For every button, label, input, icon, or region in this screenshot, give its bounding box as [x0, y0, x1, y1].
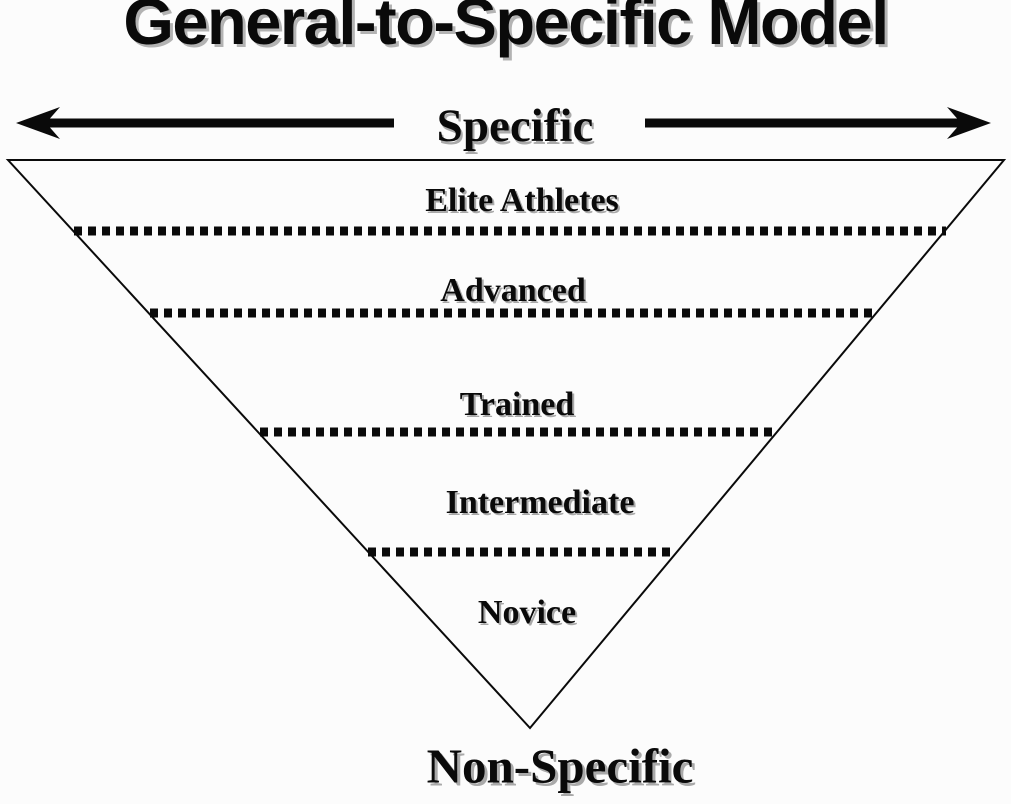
funnel-outline [5, 159, 1007, 730]
funnel-level-novice: Novice [477, 594, 577, 631]
funnel-level-advanced: Advanced [440, 272, 586, 309]
left-arrow-icon [16, 107, 394, 139]
funnel-level-elite-athletes: Elite Athletes [425, 182, 619, 219]
funnel-level-intermediate: Intermediate [445, 484, 635, 521]
page-title: General-to-Specific Model [123, 0, 889, 58]
right-arrow-icon [645, 107, 991, 139]
axis-label-specific: Specific [436, 100, 594, 152]
funnel-level-trained: Trained [459, 386, 575, 423]
axis-label-non-specific: Non-Specific [426, 738, 694, 794]
